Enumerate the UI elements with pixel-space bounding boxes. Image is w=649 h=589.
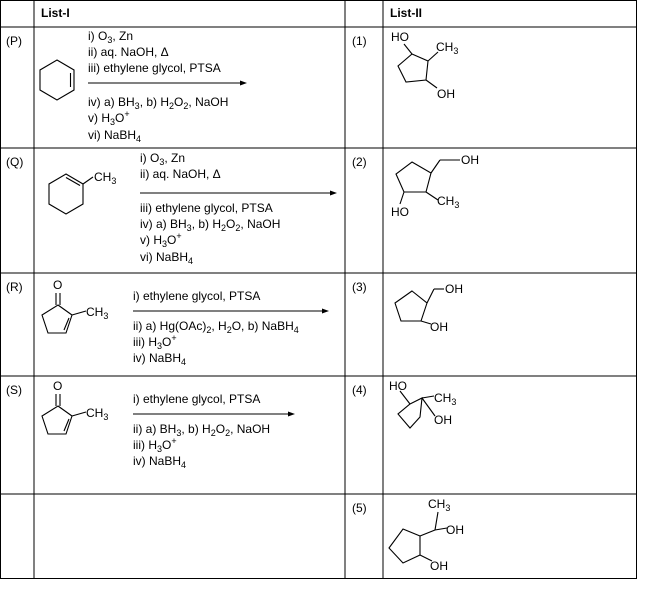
product-label: CH3 <box>434 391 456 407</box>
step: iv) a) BH3, b) H2O2, NaOH <box>140 217 280 233</box>
row-label-p: (P) <box>6 34 22 48</box>
step: iv) NaBH4 <box>133 454 186 470</box>
step: vi) NaBH4 <box>140 250 193 266</box>
product-label: OH <box>437 87 455 101</box>
reactant-label: CH3 <box>94 170 116 186</box>
reactant-label: O <box>53 278 62 292</box>
steps-r: i) ethylene glycol, PTSA ii) a) Hg(OAc)2… <box>133 289 329 367</box>
step: i) O3, Zn <box>140 151 185 167</box>
product-label: OH <box>446 523 464 537</box>
step: i) O3, Zn <box>88 29 133 45</box>
step: v) H3O+ <box>88 109 130 127</box>
row-num-5: (5) <box>352 501 367 515</box>
step: ii) aq. NaOH, Δ <box>140 167 221 181</box>
reactant-label: O <box>53 379 62 393</box>
product-1: HO CH3 OH <box>391 30 458 101</box>
product-4: HO CH3 OH <box>389 379 456 429</box>
step: iii) H3O+ <box>133 436 177 454</box>
product-label: OH <box>434 413 452 427</box>
product-2: OH CH3 HO <box>391 153 479 219</box>
step: ii) a) Hg(OAc)2, H2O, b) NaBH4 <box>133 319 299 335</box>
product-label: HO <box>391 30 409 44</box>
step: i) ethylene glycol, PTSA <box>133 392 260 406</box>
row-label-q: (Q) <box>6 155 23 169</box>
reactant-label: CH3 <box>86 305 108 321</box>
row-label-s: (S) <box>6 383 22 397</box>
step: i) ethylene glycol, PTSA <box>133 289 260 303</box>
step: v) H3O+ <box>140 231 182 249</box>
step: iii) ethylene glycol, PTSA <box>88 61 221 75</box>
list2-header: List-II <box>390 6 422 20</box>
reactant-r: O CH3 <box>41 278 108 334</box>
product-5: CH3 OH OH <box>388 497 464 573</box>
product-3: OH OH <box>394 282 463 334</box>
step: iv) NaBH4 <box>133 351 186 367</box>
steps-q: i) O3, Zn ii) aq. NaOH, Δ iii) ethylene … <box>140 151 337 266</box>
step: iii) ethylene glycol, PTSA <box>140 201 273 215</box>
product-label: OH <box>445 282 463 296</box>
steps-s: i) ethylene glycol, PTSA ii) a) BH3, b) … <box>133 392 295 470</box>
row-label-r: (R) <box>6 280 23 294</box>
product-label: OH <box>430 559 448 573</box>
step: vi) NaBH4 <box>88 128 141 144</box>
product-label: OH <box>430 320 448 334</box>
step: iii) H3O+ <box>133 333 177 351</box>
step: ii) a) BH3, b) H2O2, NaOH <box>133 422 270 438</box>
step: iv) a) BH3, b) H2O2, NaOH <box>88 95 228 111</box>
reactant-q: CH3 <box>48 170 116 215</box>
reactant-s: O CH3 <box>41 379 108 435</box>
product-label: CH3 <box>428 497 450 513</box>
product-label: CH3 <box>436 40 458 56</box>
product-label: HO <box>391 205 409 219</box>
reactant-p <box>39 59 75 101</box>
row-num-4: (4) <box>352 383 367 397</box>
row-num-3: (3) <box>352 280 367 294</box>
table-grid <box>0 0 637 579</box>
reactant-label: CH3 <box>86 406 108 422</box>
list1-header: List-I <box>41 6 70 20</box>
product-label: CH3 <box>437 194 459 210</box>
row-num-2: (2) <box>352 155 367 169</box>
row-num-1: (1) <box>352 34 367 48</box>
step: ii) aq. NaOH, Δ <box>88 45 169 59</box>
product-label: HO <box>389 379 407 393</box>
steps-p: i) O3, Zn ii) aq. NaOH, Δ iii) ethylene … <box>88 29 247 144</box>
product-label: OH <box>461 153 479 167</box>
